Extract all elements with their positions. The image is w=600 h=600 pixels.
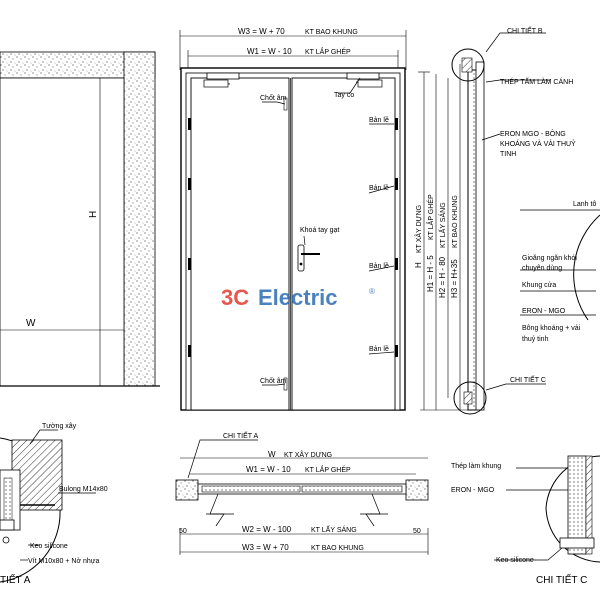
side-h2-note: KT LẤY SÁNG: [437, 202, 447, 248]
chi-tiet-b-label: CHI TIẾT B: [507, 25, 543, 35]
gioang-label: Gioăng ngăn khói: [522, 255, 577, 262]
plan-chi-tiet-a: CHI TIẾT A: [223, 430, 258, 440]
side-h-note: KT XÂY DỰNG: [414, 205, 423, 253]
side-h2-label: H2 = H - 80: [438, 256, 447, 298]
plan-w1-label: W1 = W - 10: [246, 465, 291, 474]
chot-am-top-label: Chốt âm: [260, 93, 287, 102]
detail-c-title: CHI TIẾT C: [536, 573, 587, 586]
plan-fifty-left: 50: [179, 528, 187, 535]
plan-w-label: W: [268, 450, 276, 459]
chot-am-bottom-label: Chốt âm: [260, 376, 287, 385]
tuong-xay-label: Tường xây: [42, 423, 77, 430]
thep-lam-khung-label: Thép làm khung: [451, 463, 501, 470]
ban-le-label-2: Bản lề: [369, 183, 389, 192]
chi-tiet-c-label: CHI TIẾT C: [510, 374, 546, 384]
svg-text:3C: 3C: [221, 285, 249, 310]
side-h1-label: H1 = H - 5: [426, 255, 435, 292]
eron-bong-label: ERON MGO - BÔNG: [500, 129, 566, 138]
plan-w2-note: KT LẤY SÁNG: [311, 524, 357, 534]
plan-w3-note: KT BAO KHUNG: [311, 545, 364, 552]
plan-w-note: KT XÂY DỰNG: [284, 450, 332, 459]
wall-h-label: H: [88, 211, 99, 218]
right-callouts: Lanh tô Gioăng ngăn khói chuyên dùng Khu…: [520, 201, 600, 343]
door-side-section: H KT XÂY DỰNG H1 = H - 5 KT LẮP GHÉP H2 …: [414, 25, 576, 415]
watermark-logo: 3C Electric ®: [221, 285, 375, 310]
side-h-label: H: [414, 262, 423, 268]
plan-fifty-right: 50: [413, 528, 421, 535]
khoa-label: Khoá tay gạt: [300, 227, 339, 234]
bong-label-2: thuỷ tinh: [522, 336, 549, 343]
plan-w2-label: W2 = W - 100: [242, 525, 292, 534]
side-h3-label: H3 = H+35: [450, 259, 459, 298]
tay-co-label: Tay co: [334, 92, 354, 99]
wall-w-label: W: [26, 318, 36, 329]
keo-c-label: Keo silicone: [496, 557, 534, 564]
detail-a-title: TIẾT A: [0, 573, 31, 586]
side-h1-note: KT LẮP GHÉP: [426, 194, 435, 240]
door-plan-view: CHI TIẾT A W KT XÂY DỰNG W1 = W - 10 KT …: [175, 430, 429, 555]
bulong-label: Bulong M14x80: [59, 486, 108, 493]
eron-bong-label-3: TINH: [500, 151, 516, 158]
front-w3-label: W3 = W + 70: [238, 27, 285, 36]
door-front-elevation: W3 = W + 70 KT BAO KHUNG W1 = W - 10 KT …: [179, 27, 407, 411]
front-w1-label: W1 = W - 10: [247, 47, 292, 56]
detail-c: Thép làm khung ERON - MGO Keo silicone C…: [451, 455, 600, 586]
plan-w1-note: KT LẮP GHÉP: [305, 465, 351, 474]
eron-mgo-label: ERON - MGO: [522, 308, 566, 315]
vit-label: Vít M10x80 + Nở nhựa: [28, 557, 99, 565]
khung-cua-label: Khung cửa: [522, 281, 556, 289]
svg-text:®: ®: [369, 287, 375, 296]
front-w3-note: KT BAO KHUNG: [305, 29, 358, 36]
plan-w3-label: W3 = W + 70: [242, 543, 289, 552]
ban-le-label-4: Bản lề: [369, 344, 389, 353]
detail-a: Tường xây Bulong M14x80 Keo silicone Vít…: [0, 423, 108, 586]
eron-bong-label-2: KHOÁNG VÀ VẢI THUỶ: [500, 139, 576, 148]
bong-label: Bông khoáng + vải: [522, 325, 581, 332]
thep-tam-label: THÉP TẤM LÀM CÁNH: [500, 76, 573, 86]
gioang-label-2: chuyên dùng: [522, 265, 562, 272]
ban-le-label-3: Bản lề: [369, 261, 389, 270]
wall-elevation: H W: [0, 51, 160, 387]
front-w1-note: KT LẮP GHÉP: [305, 47, 351, 56]
side-h3-note: KT BAO KHUNG: [452, 195, 459, 248]
keo-a-label: Keo silicone: [30, 543, 68, 550]
ban-le-label-1: Bản lề: [369, 115, 389, 124]
eron-c-label: ERON - MGO: [451, 487, 495, 494]
lanh-to-label: Lanh tô: [573, 201, 596, 208]
svg-text:Electric: Electric: [258, 285, 338, 310]
